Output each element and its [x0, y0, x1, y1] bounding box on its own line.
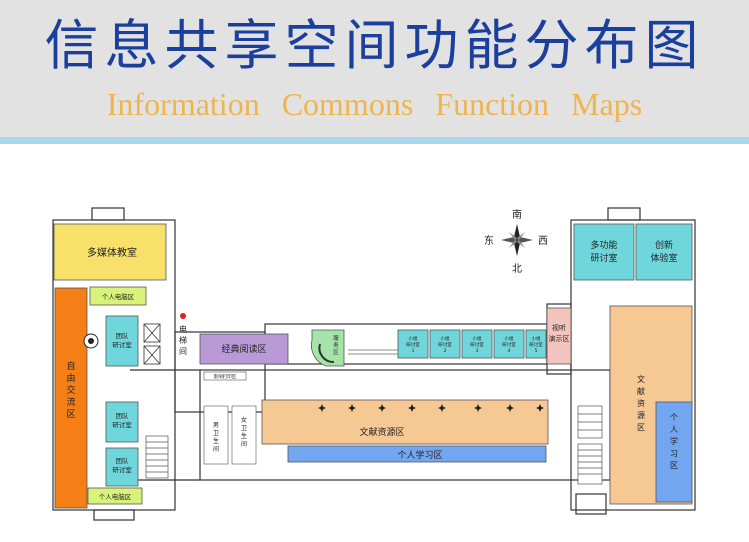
room-multimedia[interactable]: [53, 223, 167, 281]
page-subtitle: Information Commons Function Maps: [106, 86, 643, 122]
small-room-1[interactable]: [397, 329, 429, 359]
small-room-2[interactable]: [429, 329, 461, 359]
room-multi-function-label: 多功能研讨室: [590, 239, 617, 264]
small-room-4[interactable]: [493, 329, 525, 359]
room-team-2-label: 团队研讨室: [112, 411, 132, 429]
floor-plan: 多媒体教室 个人电脑区 自由交流区 团队研讨室 团队研讨室 团队研讨室 个人电脑…: [52, 207, 696, 521]
header-divider: [0, 137, 749, 144]
compass-west-label: 西: [538, 236, 548, 247]
room-elevator-label: 电梯间: [179, 324, 187, 356]
room-classic-reading[interactable]: [199, 333, 289, 365]
room-free-exchange[interactable]: [54, 287, 88, 509]
room-personal-right-label: 个人学习区: [670, 413, 678, 470]
room-pc-bottom[interactable]: [87, 487, 143, 505]
room-personal-center-label: 个人学习区: [397, 449, 442, 461]
staircase: [145, 405, 603, 485]
room-team-1[interactable]: [105, 315, 139, 367]
room-literature-right-label: 文献资源区: [637, 374, 645, 432]
service-desk[interactable]: [311, 329, 345, 367]
room-female-wc[interactable]: [231, 405, 257, 465]
page-title: 信息共享空间功能分布图: [44, 14, 705, 77]
room-classic-reading-label: 经典阅读区: [221, 343, 266, 355]
small-room-3[interactable]: [461, 329, 493, 359]
room-team-3-label: 团队研讨室: [112, 456, 132, 474]
room-team-1-label: 团队研讨室: [112, 331, 132, 349]
room-av[interactable]: [546, 307, 572, 365]
room-pc-top-label: 个人电脑区: [102, 292, 135, 301]
room-free-exchange-label: 自由交流区: [66, 360, 75, 420]
header-banner: 信息共享空间功能分布图 Information Commons Function…: [0, 0, 749, 137]
room-innovation[interactable]: [635, 223, 693, 281]
room-equipment[interactable]: [203, 371, 247, 381]
round-table-icon: [83, 333, 99, 349]
room-multimedia-label: 多媒体教室: [87, 246, 137, 259]
corridor: [348, 349, 398, 355]
small-room-5[interactable]: [525, 329, 547, 359]
room-male-wc-label: 男卫生间: [213, 422, 219, 453]
room-female-wc-label: 女卫生间: [241, 416, 247, 448]
room-personal-right[interactable]: [655, 401, 693, 503]
room-av-label: 视听演示区: [549, 323, 570, 343]
room-pc-top[interactable]: [89, 286, 147, 306]
room-service-label: 服务区: [333, 335, 339, 356]
room-literature-center[interactable]: [261, 399, 549, 445]
room-multi-function[interactable]: [573, 223, 635, 281]
room-male-wc[interactable]: [203, 405, 229, 465]
room-literature-center-label: 文献资源区: [359, 426, 404, 438]
compass-south-label: 南: [512, 208, 522, 221]
compass-east-label: 东: [484, 234, 494, 247]
room-team-2[interactable]: [105, 401, 139, 443]
room-personal-center[interactable]: [287, 445, 547, 463]
room-innovation-label: 创新体验室: [650, 239, 677, 264]
room-team-3[interactable]: [105, 447, 139, 487]
elevator-shafts: [143, 323, 161, 365]
compass-rose: [501, 224, 533, 256]
room-pc-bottom-label: 个人电脑区: [99, 492, 132, 501]
room-equipment-label: 影响打印区: [214, 373, 237, 380]
compass-north-label: 北: [512, 263, 522, 275]
elevator-marker-icon: [180, 313, 186, 319]
